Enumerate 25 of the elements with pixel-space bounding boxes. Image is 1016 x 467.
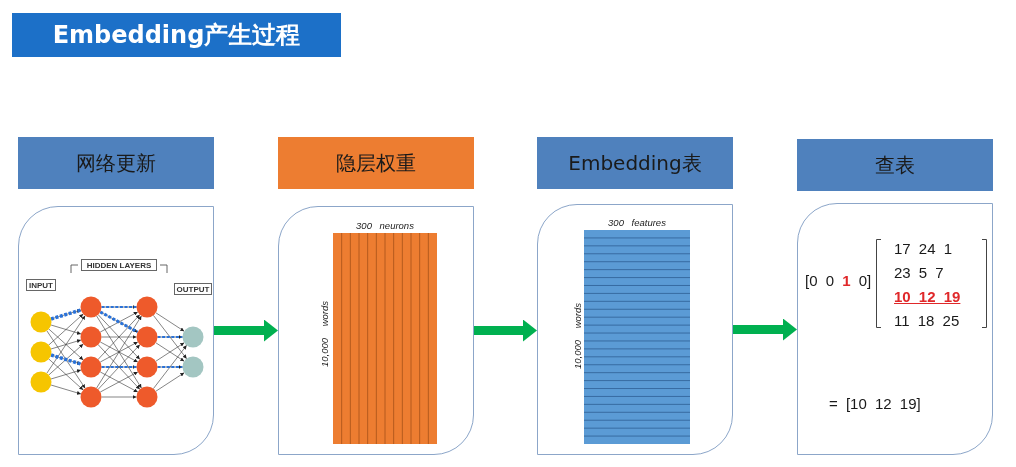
title-banner: Embedding产生过程 xyxy=(12,13,341,57)
matrix-row: 11 18 25 xyxy=(894,312,960,330)
one-hot-vector: [0 0 1 0] xyxy=(805,272,872,290)
rounded-panel xyxy=(18,206,214,455)
result-vector: = [10 12 19] xyxy=(829,395,921,413)
flow-arrow xyxy=(214,319,278,342)
layer-label: HIDDEN LAYERS xyxy=(81,259,157,271)
column-header: Embedding表 xyxy=(537,137,733,189)
rounded-panel xyxy=(278,206,474,455)
matrix-axis-label: 300 features xyxy=(608,217,666,228)
matrix-axis-label: 300 neurons xyxy=(356,220,414,231)
matrix-row: 17 24 1 xyxy=(894,240,953,258)
highlighted-matrix-row: 10 12 19 xyxy=(894,288,961,306)
matrix-axis-label: 10,000 words xyxy=(318,301,330,367)
layer-label: OUTPUT xyxy=(174,283,212,295)
flow-arrow xyxy=(474,319,537,342)
flow-arrow xyxy=(733,318,797,341)
layer-label: INPUT xyxy=(26,279,56,291)
rounded-panel xyxy=(537,204,733,455)
column-header: 网络更新 xyxy=(18,137,214,189)
rounded-panel xyxy=(797,203,993,455)
matrix-row: 23 5 7 xyxy=(894,264,944,282)
column-header: 查表 xyxy=(797,139,993,191)
matrix-axis-label: 10,000 words xyxy=(571,303,583,369)
column-header: 隐层权重 xyxy=(278,137,474,189)
